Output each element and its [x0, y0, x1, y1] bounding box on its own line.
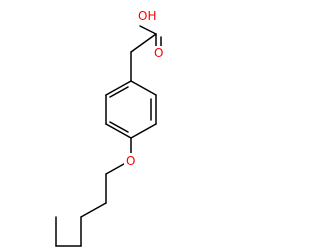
bond-carboxyl-c-ch2 — [130, 33, 157, 53]
bond-ring-6 — [105, 80, 132, 96]
bond-ring-inner-3 — [109, 86, 129, 98]
ether-oxygen-label: O — [126, 154, 135, 168]
carbonyl-oxygen-label: O — [154, 46, 163, 60]
bond-ring-1 — [130, 80, 157, 96]
hydroxyl-label: OH — [138, 9, 156, 23]
structure-canvas: OH O O — [55, 7, 165, 247]
bond-ring-inner-2 — [109, 121, 129, 133]
bond-carboxyl-c-oh — [139, 25, 157, 35]
bond-hexyl-2 — [80, 202, 107, 218]
bond-ring-3 — [130, 123, 157, 139]
bond-ring-4 — [105, 123, 132, 139]
molecule-drawing: OH O O — [55, 7, 165, 247]
